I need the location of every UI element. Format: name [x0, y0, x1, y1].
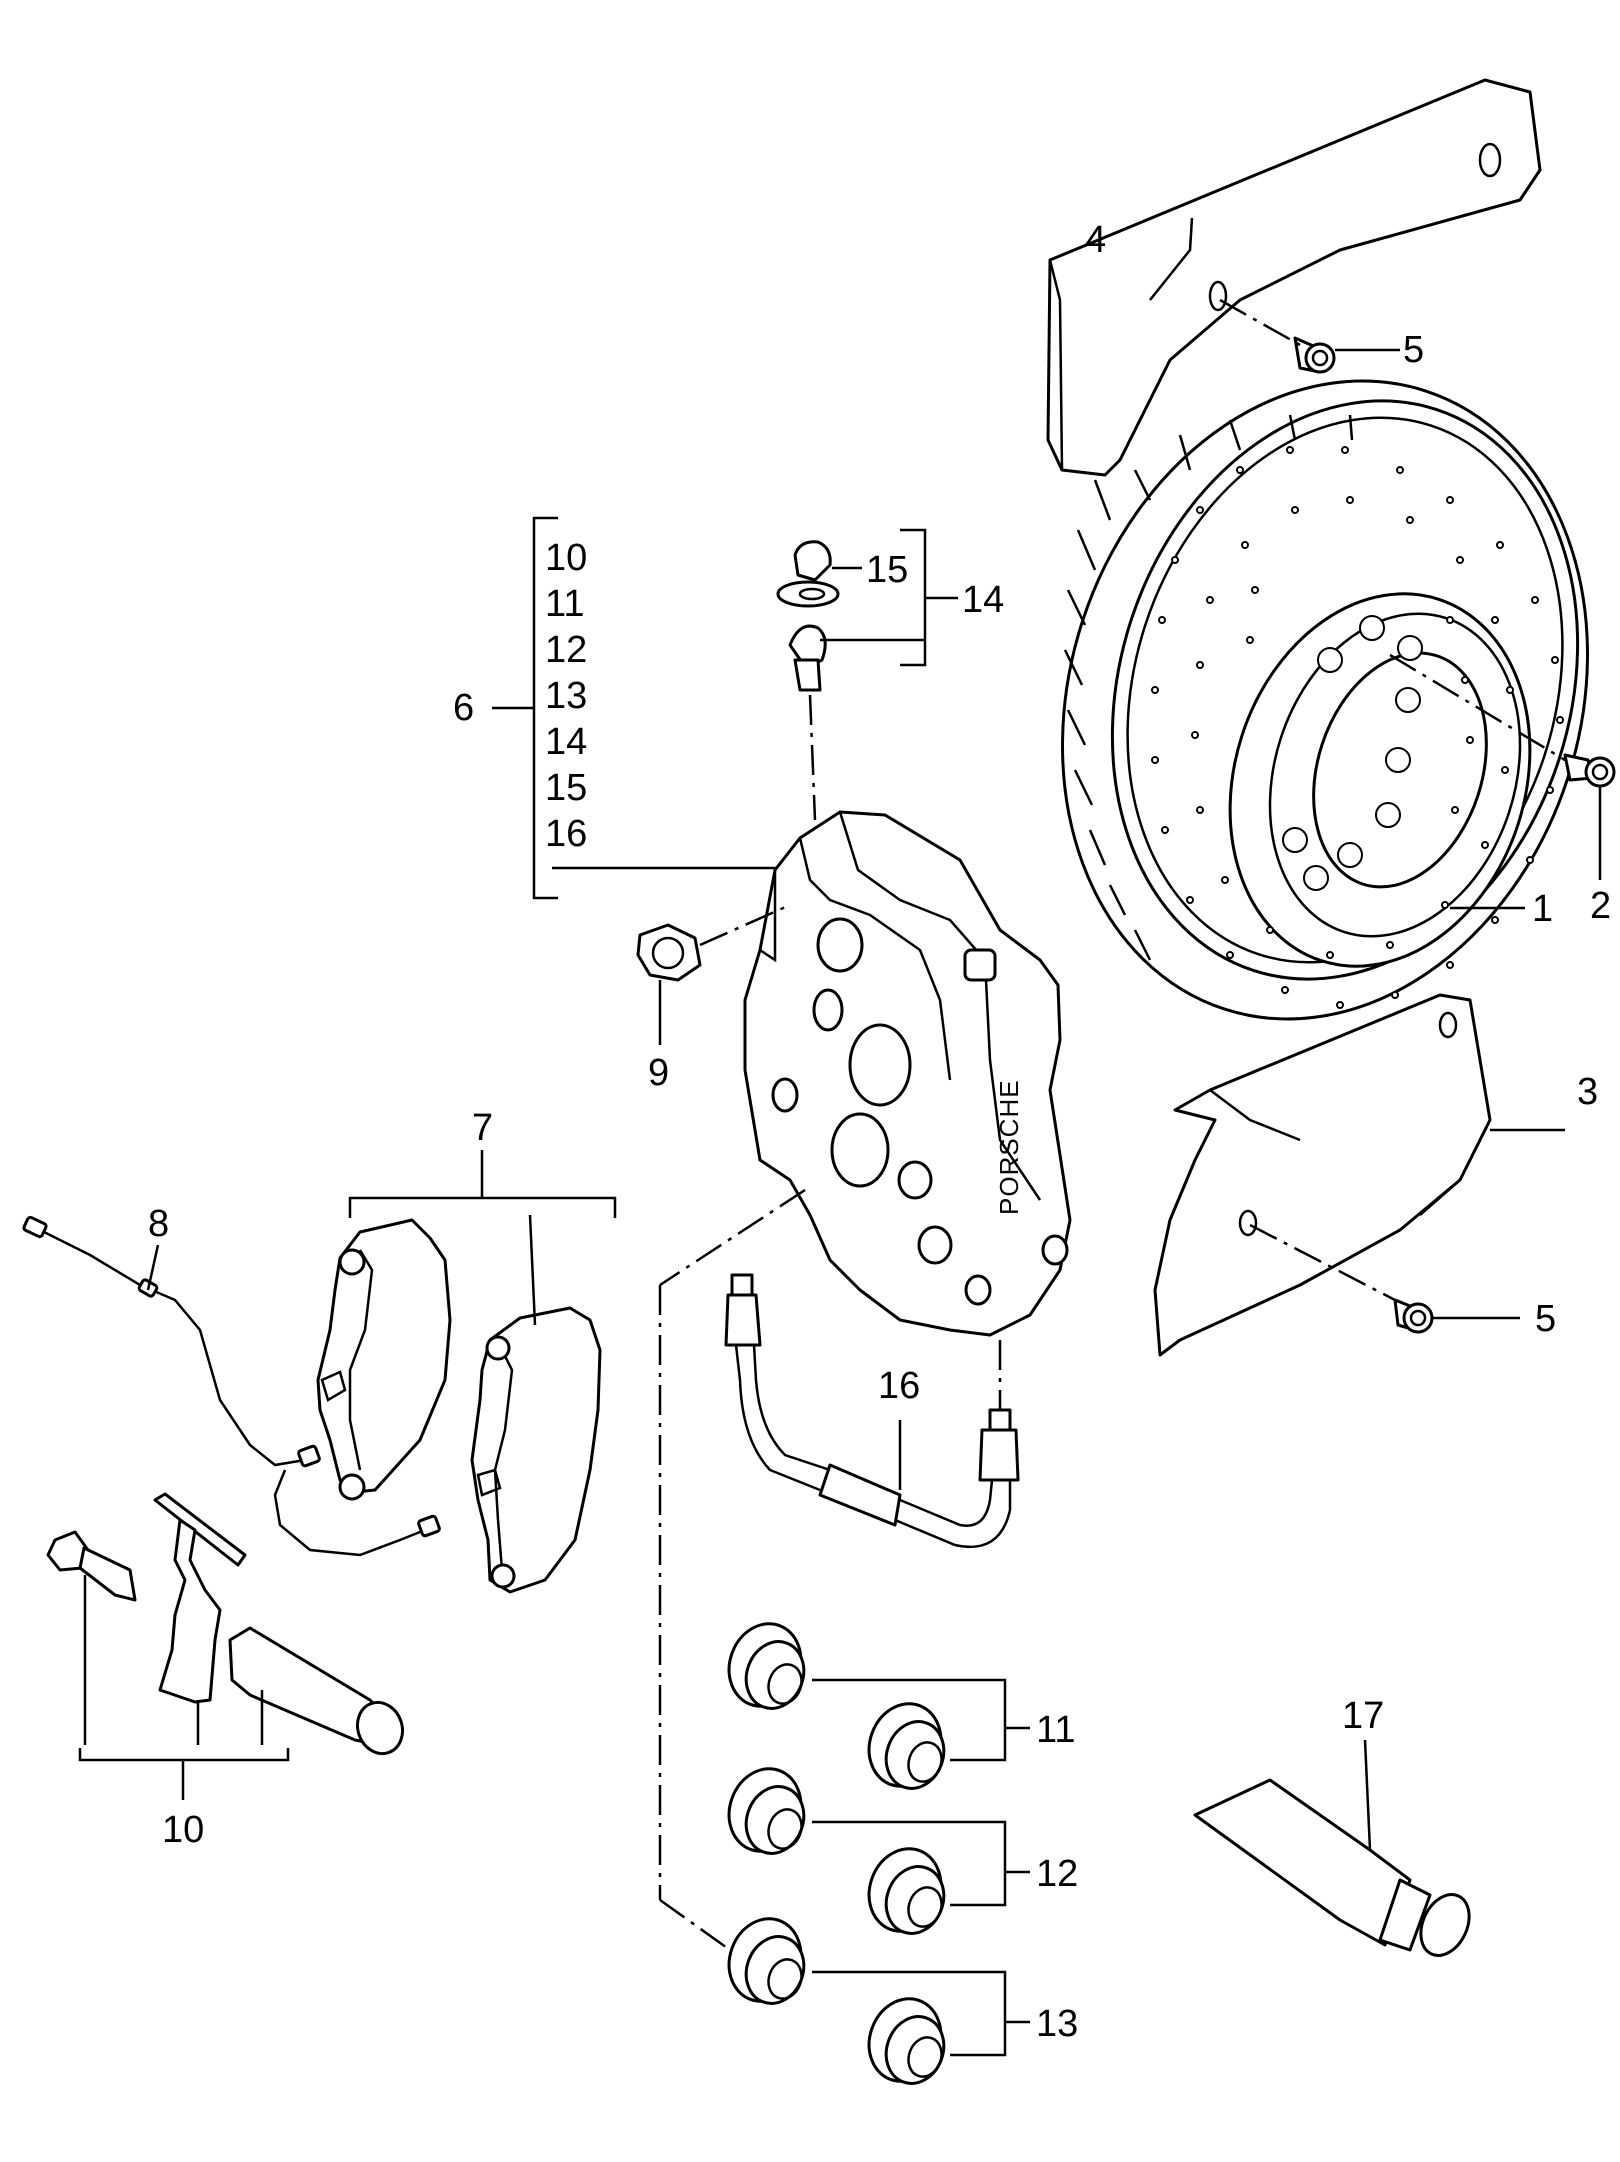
kit6-list-item: 13: [545, 675, 587, 717]
callout-13: 13: [1036, 2003, 1078, 2045]
brake-pad-left: [316, 1218, 452, 1501]
brake-pad-right: [470, 1306, 602, 1594]
brake-caliper: PORSCHE: [743, 810, 1072, 1337]
kit6-list-item: 14: [545, 721, 587, 763]
callout-12: 12: [1036, 1853, 1078, 1895]
kit6-list-item: 12: [545, 629, 587, 671]
seal-kit-part-11: [727, 1622, 946, 1790]
callout-4: 4: [1085, 219, 1106, 261]
kit6-list-item: 10: [545, 537, 587, 579]
callout-10: 10: [162, 1809, 204, 1851]
dust-shield-part-3: [1153, 993, 1492, 1357]
callout-5-upper: 5: [1403, 329, 1424, 371]
kit6-list-item: 15: [545, 767, 587, 809]
kit6-list-item: 11: [545, 583, 584, 625]
callout-11: 11: [1036, 1709, 1075, 1751]
callout-16: 16: [878, 1365, 920, 1407]
callout-15: 15: [866, 549, 908, 591]
brake-disc-part-1: [1061, 379, 1589, 1021]
callout-5-lower: 5: [1535, 1298, 1556, 1340]
wheel-bolt-part-2: [1563, 753, 1616, 788]
grease-tube-part-17: [1193, 1778, 1471, 1957]
callout-14: 14: [962, 579, 1004, 621]
wear-sensor-part-8: [22, 1215, 441, 1557]
bolt-part-5-lower: [1393, 1298, 1434, 1334]
caliper-brand-text: PORSCHE: [994, 1079, 1024, 1215]
callout-3: 3: [1577, 1071, 1598, 1113]
callout-2: 2: [1590, 885, 1611, 927]
callout-9: 9: [648, 1052, 669, 1094]
callout-17: 17: [1342, 1695, 1384, 1737]
callout-6: 6: [453, 687, 474, 729]
guide-pin: [228, 1626, 405, 1756]
spring-clip: [153, 1492, 247, 1704]
callout-1: 1: [1532, 888, 1553, 930]
kit6-list-item: 16: [545, 813, 587, 855]
seal-kit-part-12: [727, 1767, 946, 1935]
callout-7: 7: [472, 1107, 493, 1149]
pin-bolt: [46, 1530, 137, 1602]
seal-kit-part-13: [727, 1917, 946, 2085]
bolt-part-5-upper: [1293, 336, 1336, 374]
nut-part-9: [636, 923, 702, 982]
brake-hose-part-16: [724, 1273, 1020, 1549]
bracket-part-4: [1046, 78, 1542, 477]
bleeder-valve-part-14: [776, 540, 840, 692]
callout-8: 8: [148, 1203, 169, 1245]
